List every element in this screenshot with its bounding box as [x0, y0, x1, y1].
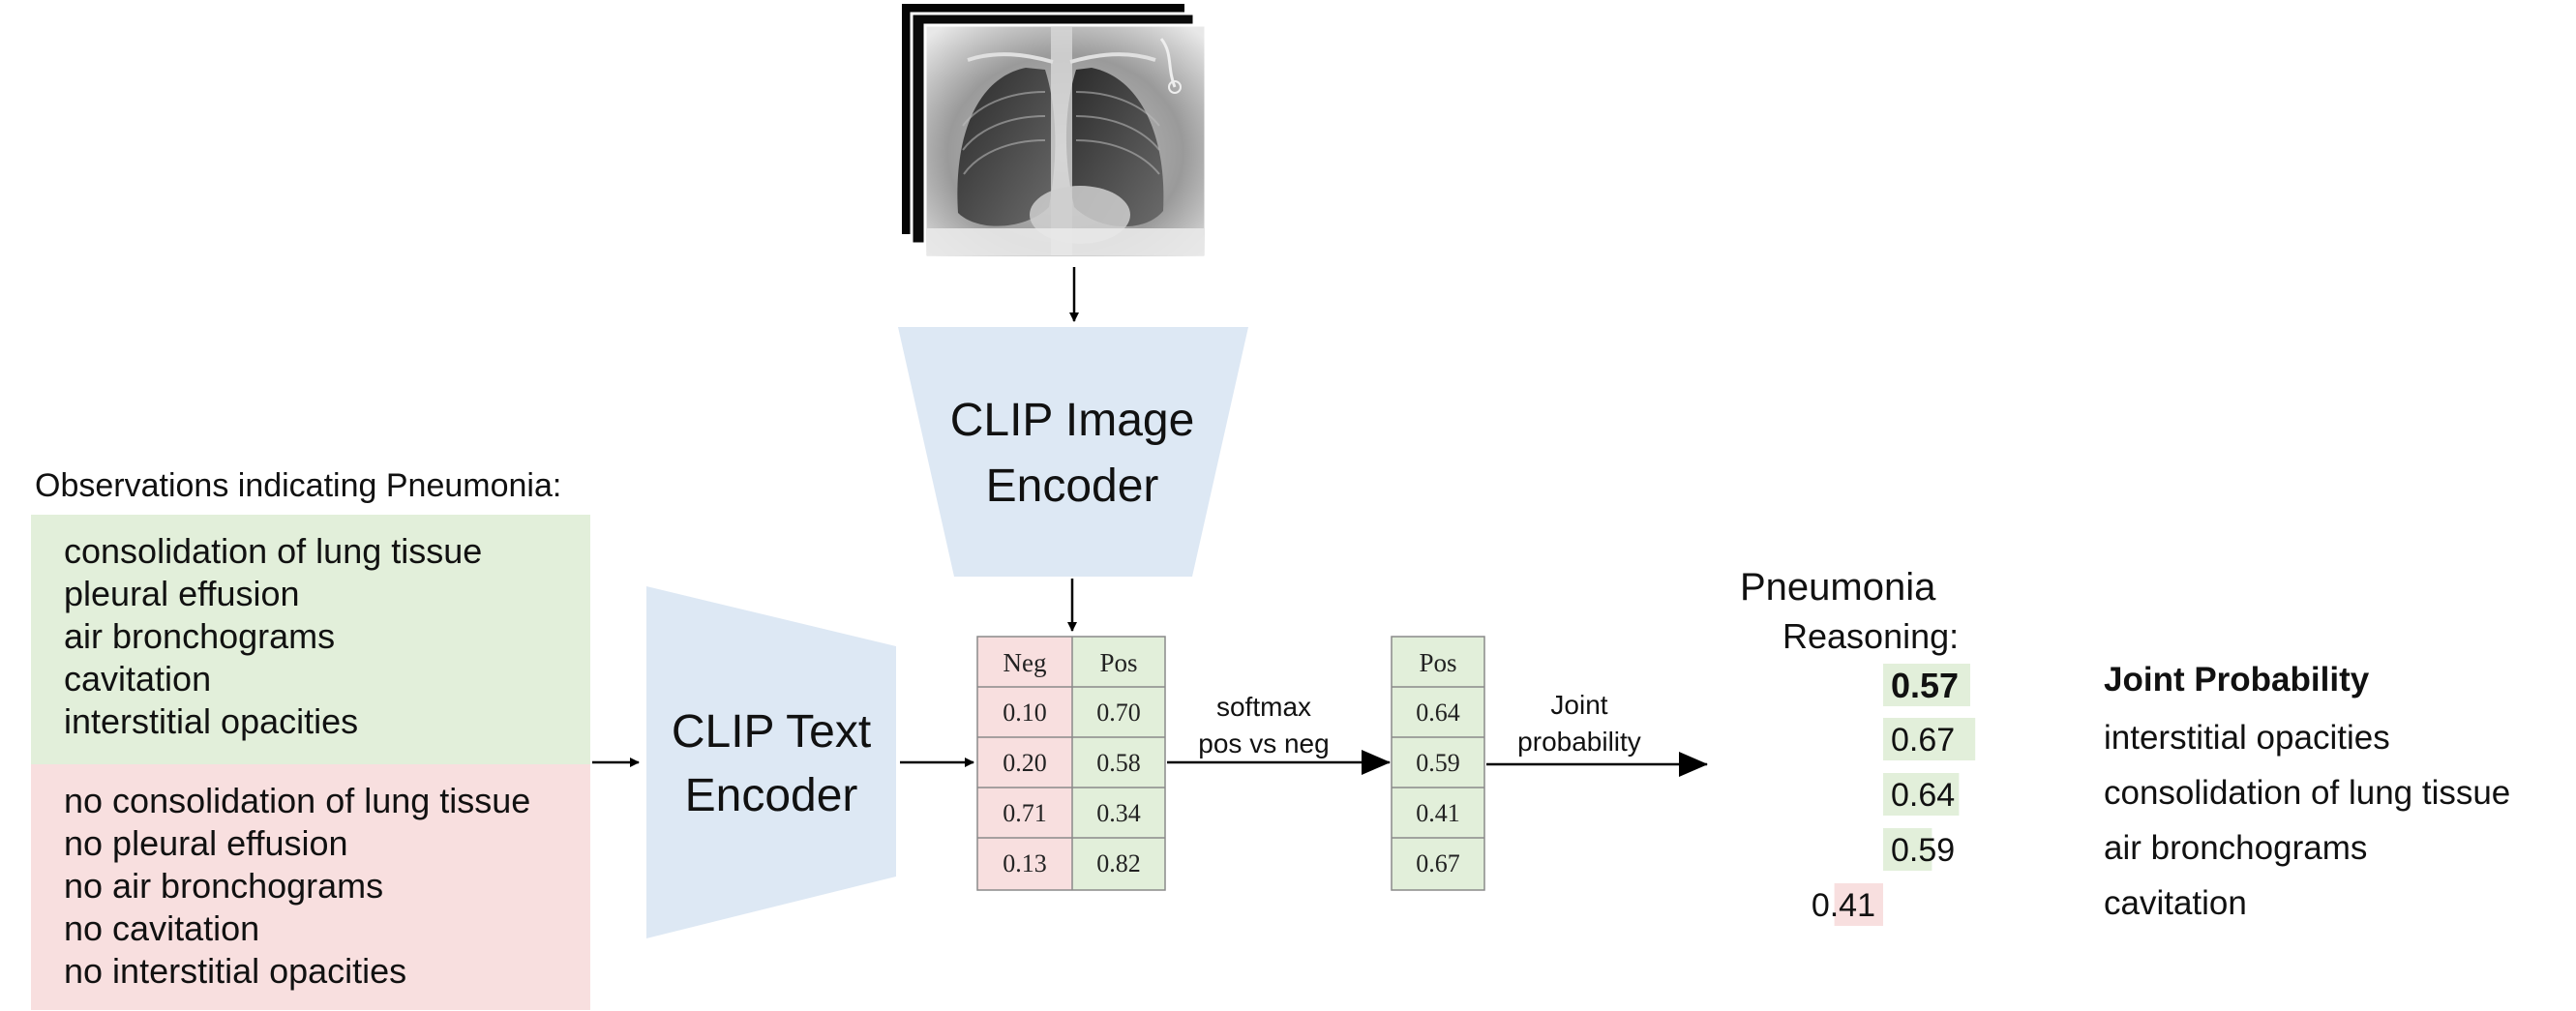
negative-observation: no cavitation	[64, 908, 259, 948]
joint-probability-title: Joint Probability	[2104, 661, 2370, 699]
reasoning-label: consolidation of lung tissue	[2104, 774, 2510, 812]
similarity-cell-pos: 0.58	[1096, 749, 1141, 777]
probability-cell: 0.59	[1416, 749, 1460, 777]
probability-cell: 0.67	[1416, 849, 1460, 877]
xray-stack-image	[902, 4, 1208, 259]
result-title: Pneumonia	[1740, 566, 1936, 609]
reasoning-value: 0.64	[1891, 777, 1955, 814]
reasoning-bar	[1883, 773, 1960, 816]
similarity-cell-neg: 0.10	[1003, 699, 1047, 727]
positive-observations-box	[31, 515, 590, 764]
negative-observation: no consolidation of lung tissue	[64, 781, 530, 820]
reasoning-bars: 0.67 interstitial opacities 0.64 consolidat…	[1812, 718, 2510, 926]
positive-observation: pleural effusion	[64, 574, 300, 613]
softmax-label: softmax	[1216, 692, 1311, 722]
reasoning-value: 0.67	[1891, 722, 1955, 758]
reasoning-value: 0.59	[1891, 832, 1955, 869]
similarity-table: Neg Pos 0.10 0.70 0.20 0.58 0.71 0.34 0.…	[976, 636, 1166, 891]
softmax-label: pos vs neg	[1198, 729, 1329, 758]
text-encoder-label: CLIP Text	[672, 706, 871, 758]
reasoning-label: cavitation	[2104, 884, 2247, 922]
negative-observation: no air bronchograms	[64, 866, 383, 906]
negative-observation: no pleural effusion	[64, 823, 348, 863]
reasoning-bar	[1883, 718, 1976, 760]
image-encoder-label: Encoder	[986, 461, 1159, 512]
reasoning-label: interstitial opacities	[2104, 719, 2390, 757]
positive-observation: consolidation of lung tissue	[64, 531, 482, 571]
probability-header: Pos	[1419, 648, 1456, 677]
joint-probability-label: Joint	[1550, 690, 1607, 720]
similarity-header-pos: Pos	[1099, 648, 1137, 677]
reasoning-bar	[1883, 828, 1932, 871]
similarity-cell-pos: 0.34	[1096, 799, 1141, 827]
text-encoder-shape	[646, 586, 896, 938]
probability-cell: 0.41	[1416, 799, 1460, 827]
similarity-cell-pos: 0.82	[1096, 849, 1141, 877]
similarity-cell-neg: 0.71	[1003, 799, 1047, 827]
reasoning-label: air bronchograms	[2104, 829, 2367, 867]
similarity-cell-pos: 0.70	[1096, 699, 1141, 727]
result-subtitle: Reasoning:	[1782, 616, 1959, 656]
similarity-cell-neg: 0.13	[1003, 849, 1047, 877]
joint-probability-value-box	[1883, 664, 1970, 706]
observations-title: Observations indicating Pneumonia:	[35, 467, 561, 504]
probability-cell: 0.64	[1416, 699, 1460, 727]
joint-probability-label: probability	[1517, 727, 1641, 757]
image-encoder-shape	[898, 327, 1248, 577]
probability-table: Pos 0.64 0.59 0.41 0.67	[1391, 636, 1485, 891]
text-encoder-label: Encoder	[685, 770, 858, 821]
similarity-header-neg: Neg	[1003, 648, 1047, 677]
joint-probability-value: 0.57	[1891, 666, 1959, 705]
positive-observation: air bronchograms	[64, 616, 335, 656]
reasoning-bar	[1834, 883, 1883, 926]
negative-observation: no interstitial opacities	[64, 951, 406, 991]
positive-observation: interstitial opacities	[64, 701, 358, 741]
image-encoder-label: CLIP Image	[950, 395, 1195, 446]
positive-observation: cavitation	[64, 659, 211, 699]
negative-observations-box	[31, 764, 590, 1010]
similarity-cell-neg: 0.20	[1003, 749, 1047, 777]
reasoning-value: 0.41	[1812, 887, 1875, 924]
